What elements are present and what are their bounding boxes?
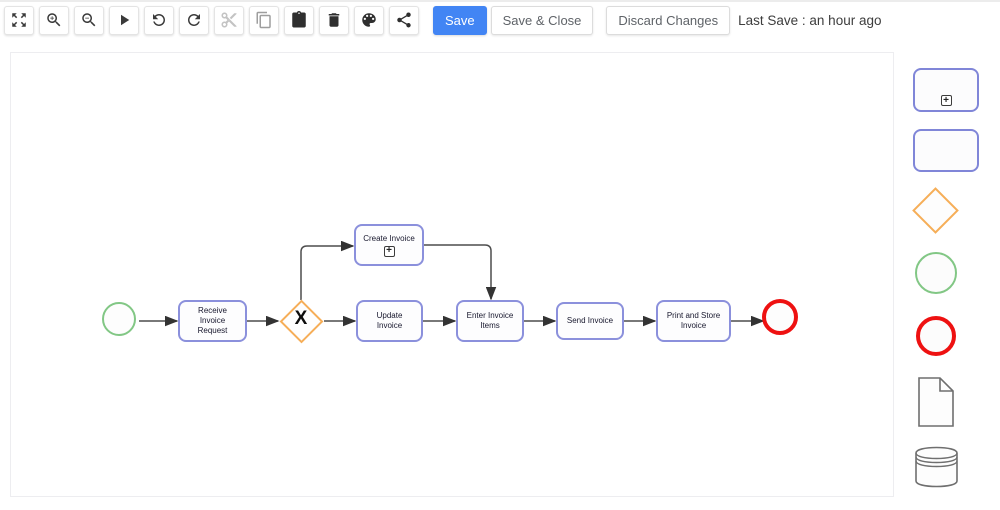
palette-icon bbox=[362, 13, 376, 27]
task-label-line: Print and Store bbox=[666, 311, 721, 320]
paste-icon bbox=[292, 11, 306, 28]
palette-start-event-shape[interactable] bbox=[915, 252, 957, 294]
save-and-close-button[interactable]: Save & Close bbox=[490, 5, 594, 35]
document-icon bbox=[918, 377, 954, 427]
task-label-line: Invoice bbox=[199, 316, 226, 325]
subprocess-expand-icon[interactable]: + bbox=[383, 245, 395, 257]
palette-end-event-shape[interactable] bbox=[916, 316, 956, 356]
toolbar-button-zoom-out[interactable] bbox=[74, 5, 104, 35]
redo-icon bbox=[187, 14, 200, 26]
fit-screen-icon bbox=[12, 13, 26, 27]
toolbar-button-redo[interactable] bbox=[179, 5, 209, 35]
discard-changes-button[interactable]: Discard Changes bbox=[606, 5, 731, 35]
palette-datastore-shape[interactable] bbox=[914, 446, 959, 488]
subprocess-node-create[interactable]: Create Invoice + bbox=[354, 224, 424, 266]
delete-icon bbox=[328, 13, 340, 27]
toolbar-button-delete[interactable] bbox=[319, 5, 349, 35]
toolbar-button-paste[interactable] bbox=[284, 5, 314, 35]
toolbar-button-copy[interactable] bbox=[249, 5, 279, 35]
sequence-flow-gateway-to-create[interactable] bbox=[300, 240, 355, 300]
toolbar-button-undo[interactable] bbox=[144, 5, 174, 35]
palette-task-shape[interactable] bbox=[913, 129, 979, 172]
task-label-line: Receive bbox=[198, 306, 227, 315]
sequence-flow-create-to-enter[interactable] bbox=[424, 244, 497, 301]
play-icon bbox=[121, 14, 130, 26]
last-save-status: Last Save : an hour ago bbox=[738, 12, 882, 28]
toolbar: Save Save & Close Discard Changes Last S… bbox=[4, 5, 881, 35]
undo-icon bbox=[153, 14, 166, 26]
task-label-line: Create Invoice bbox=[363, 233, 415, 243]
palette-document-shape[interactable] bbox=[918, 377, 954, 427]
zoom-in-icon bbox=[47, 13, 61, 27]
task-label-line: Items bbox=[480, 321, 500, 330]
save-button[interactable]: Save bbox=[433, 5, 487, 35]
zoom-out-icon bbox=[82, 13, 96, 27]
toolbar-button-play[interactable] bbox=[109, 5, 139, 35]
subprocess-expand-icon: + bbox=[940, 95, 952, 106]
sequence-flow-edges bbox=[139, 240, 765, 327]
start-event-node[interactable] bbox=[102, 302, 136, 336]
toolbar-button-cut bbox=[214, 5, 244, 35]
task-label-line: Send Invoice bbox=[566, 316, 614, 325]
palette-subprocess-shape[interactable]: + bbox=[913, 68, 979, 112]
toolbar-button-share[interactable] bbox=[389, 5, 419, 35]
palette-gateway-shape[interactable] bbox=[912, 187, 959, 234]
copy-icon bbox=[256, 11, 271, 29]
top-divider bbox=[0, 0, 1000, 2]
task-node-send[interactable]: Send Invoice bbox=[556, 302, 624, 340]
task-label-line: Enter Invoice bbox=[466, 311, 514, 320]
toolbar-button-zoom-in[interactable] bbox=[39, 5, 69, 35]
task-label-line: Request bbox=[197, 326, 228, 335]
toolbar-icon-group bbox=[4, 5, 424, 35]
toolbar-button-palette[interactable] bbox=[354, 5, 384, 35]
end-event-node[interactable] bbox=[762, 299, 798, 335]
gateway-label[interactable]: X bbox=[294, 308, 308, 329]
datastore-icon bbox=[915, 446, 958, 488]
toolbar-button-fit-screen[interactable] bbox=[4, 5, 34, 35]
task-label-line: Invoice bbox=[680, 321, 707, 330]
cut-icon bbox=[221, 12, 237, 28]
task-label-line: Update bbox=[376, 311, 403, 320]
share-icon bbox=[397, 12, 411, 28]
task-label-line: Invoice bbox=[376, 321, 403, 330]
